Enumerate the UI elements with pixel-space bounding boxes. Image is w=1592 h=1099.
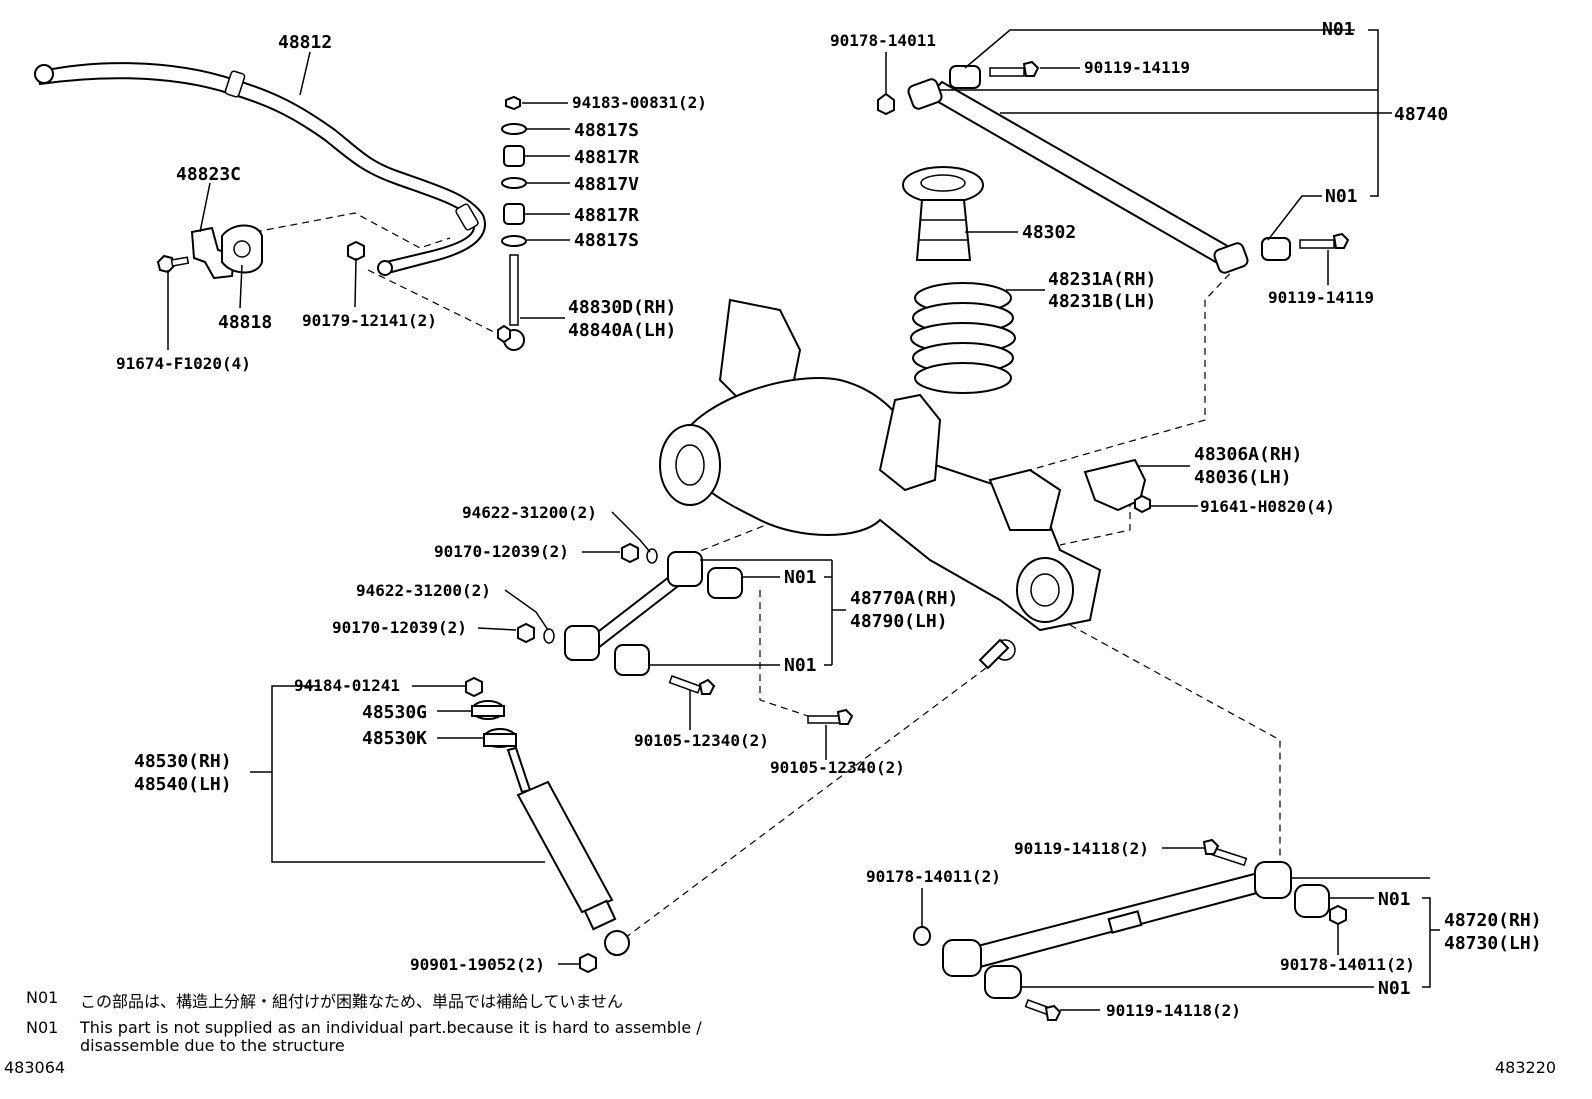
- label-94622-b: 94622-31200(2): [356, 581, 491, 600]
- label-48812: 48812: [278, 32, 332, 53]
- label-94184: 94184-01241: [294, 676, 400, 695]
- stabilizer-bar: [34, 62, 486, 276]
- label-48823c: 48823C: [176, 164, 241, 185]
- note-text-en-line2: disassemble due to the structure: [80, 1036, 345, 1055]
- label-48306a: 48306A(RH): [1194, 444, 1302, 465]
- label-90119-top: 90119-14119: [1084, 58, 1190, 77]
- label-90178-3: 90178-14011(2): [1280, 955, 1415, 974]
- footer-right-code: 483220: [1495, 1058, 1557, 1077]
- label-90119-14118-b: 90119-14118(2): [1106, 1001, 1241, 1020]
- bracket-bolt: [156, 254, 190, 274]
- label-48790: 48790(LH): [850, 611, 948, 632]
- label-91641: 91641-H0820(4): [1200, 497, 1335, 516]
- label-48817s-b: 48817S: [574, 230, 639, 251]
- label-90178-top: 90178-14011: [830, 31, 936, 50]
- note-text-en-line1: This part is not supplied as an individu…: [80, 1018, 702, 1037]
- label-90105-b: 90105-12340(2): [770, 758, 905, 777]
- part-labels: 48812 48823C 48818 91674-F1020(4) 90179-…: [116, 19, 1542, 1020]
- coil-spring: [910, 282, 1016, 394]
- footer-left-code: 483064: [4, 1058, 66, 1077]
- bump-stop: [902, 166, 984, 261]
- label-48817r-a: 48817R: [574, 147, 639, 168]
- lower-control-arm: [913, 838, 1347, 1021]
- label-94183: 94183-00831(2): [572, 93, 707, 112]
- label-90179: 90179-12141(2): [302, 311, 437, 330]
- lateral-rod: [517, 542, 854, 725]
- label-48818: 48818: [218, 312, 272, 333]
- label-48840a: 48840A(LH): [568, 320, 676, 341]
- label-48817v: 48817V: [574, 174, 639, 195]
- label-48817s-a: 48817S: [574, 120, 639, 141]
- label-48231a: 48231A(RH): [1048, 269, 1156, 290]
- stabilizer-nut: [347, 240, 365, 262]
- n01-top: N01: [1322, 19, 1355, 40]
- label-91674: 91674-F1020(4): [116, 354, 251, 373]
- stabilizer-bracket: [190, 224, 263, 280]
- stabilizer-link-stack: [497, 95, 527, 351]
- label-90105-a: 90105-12340(2): [634, 731, 769, 750]
- label-48302: 48302: [1022, 222, 1076, 243]
- label-48231b: 48231B(LH): [1048, 291, 1156, 312]
- label-94622-a: 94622-31200(2): [462, 503, 597, 522]
- label-48720: 48720(RH): [1444, 910, 1542, 931]
- label-48830d: 48830D(RH): [568, 297, 676, 318]
- label-48530: 48530(RH): [134, 751, 232, 772]
- label-48740: 48740: [1394, 104, 1448, 125]
- note-code-jp: N01: [26, 988, 59, 1007]
- spring-seat-bracket: [1083, 458, 1151, 514]
- n01-lateral-1: N01: [784, 567, 817, 588]
- leader-lines: [167, 29, 1440, 1011]
- label-90119-14118-a: 90119-14118(2): [1014, 839, 1149, 858]
- label-48036: 48036(LH): [1194, 467, 1292, 488]
- note-code-en: N01: [26, 1018, 59, 1037]
- axle-housing: [659, 298, 1102, 670]
- n01-lower-2: N01: [1378, 978, 1411, 999]
- label-48530k: 48530K: [362, 728, 427, 749]
- label-90170-a: 90170-12039(2): [434, 542, 569, 561]
- label-90170-b: 90170-12039(2): [332, 618, 467, 637]
- note-text-jp: この部品は、構造上分解・組付けが困難なため、単品では補給していません: [80, 992, 624, 1011]
- label-90901: 90901-19052(2): [410, 955, 545, 974]
- n01-upper-arm: N01: [1325, 186, 1358, 207]
- shock-absorber: [465, 676, 630, 974]
- n01-lateral-2: N01: [784, 655, 817, 676]
- label-48730: 48730(LH): [1444, 933, 1542, 954]
- label-48540: 48540(LH): [134, 774, 232, 795]
- label-48530g: 48530G: [362, 702, 427, 723]
- label-90178-2: 90178-14011(2): [866, 867, 1001, 886]
- label-48770a: 48770A(RH): [850, 588, 958, 609]
- label-48817r-b: 48817R: [574, 205, 639, 226]
- label-90119-mid: 90119-14119: [1268, 288, 1374, 307]
- n01-lower-1: N01: [1378, 889, 1411, 910]
